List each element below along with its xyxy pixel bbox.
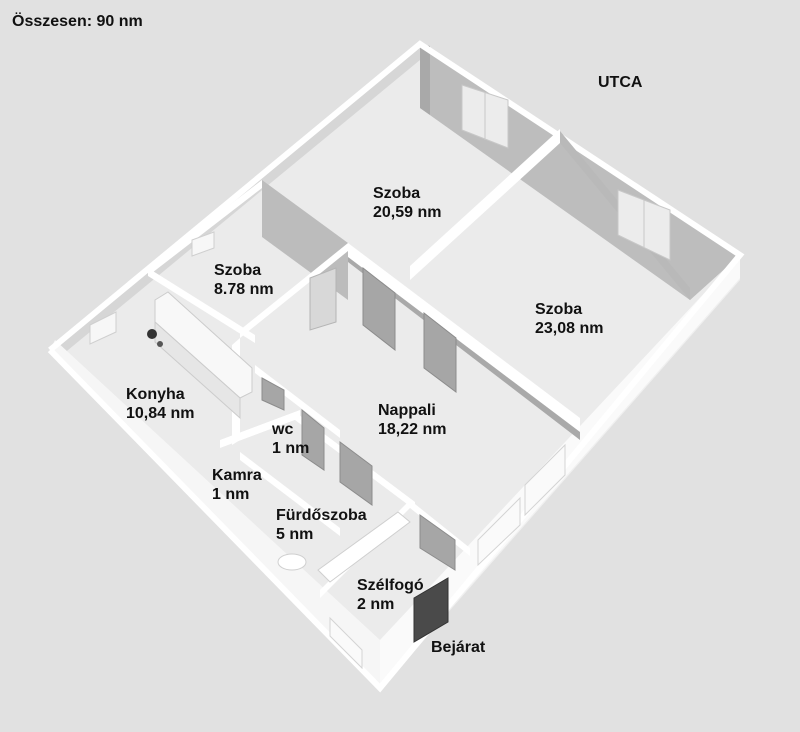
svg-text:Fürdőszoba: Fürdőszoba: [276, 507, 367, 524]
room-label: Szélfogó 2 nm: [357, 577, 424, 613]
total-area-label: Összesen: 90 nm: [12, 13, 143, 30]
svg-text:18,22 nm: 18,22 nm: [378, 421, 446, 438]
svg-text:5 nm: 5 nm: [276, 526, 313, 543]
svg-text:wc: wc: [271, 421, 293, 438]
door-icon: [419, 514, 456, 571]
svg-text:Szoba: Szoba: [214, 262, 261, 279]
entrance-label: Bejárat: [431, 639, 486, 656]
stove-icon: [147, 329, 157, 339]
room-label: wc 1 nm: [271, 421, 309, 457]
room-label: Kamra 1 nm: [212, 467, 262, 503]
room-label: Fürdőszoba 5 nm: [276, 507, 367, 543]
street-label: UTCA: [598, 74, 643, 91]
bathroom-fixtures: [277, 511, 411, 583]
room-label: Szoba 23,08 nm: [535, 301, 603, 337]
door-icon: [339, 441, 373, 506]
room-label: Szoba 8.78 nm: [214, 262, 274, 298]
kitchen-counter: [147, 291, 253, 420]
room-label: Konyha 10,84 nm: [126, 386, 194, 422]
entrance-door-icon: [413, 577, 449, 643]
svg-text:Szoba: Szoba: [535, 301, 582, 318]
svg-text:Szélfogó: Szélfogó: [357, 577, 424, 594]
svg-text:Kamra: Kamra: [212, 467, 262, 484]
svg-text:10,84 nm: 10,84 nm: [126, 405, 194, 422]
svg-text:Nappali: Nappali: [378, 402, 436, 419]
svg-text:2 nm: 2 nm: [357, 596, 394, 613]
svg-text:23,08 nm: 23,08 nm: [535, 320, 603, 337]
window-icon: [477, 496, 521, 567]
svg-text:Szoba: Szoba: [373, 185, 420, 202]
window-icon: [617, 189, 671, 261]
door-icon: [362, 266, 396, 352]
window-icon: [461, 84, 509, 149]
svg-text:20,59 nm: 20,59 nm: [373, 204, 441, 221]
windows: [89, 84, 671, 670]
window-icon: [191, 231, 215, 257]
window-icon: [89, 311, 117, 345]
door-icon: [301, 408, 325, 471]
svg-text:1 nm: 1 nm: [212, 486, 249, 503]
window-icon: [329, 616, 363, 670]
room-label: Nappali 18,22 nm: [378, 402, 446, 438]
door-icon: [423, 311, 457, 393]
door-icon: [261, 377, 285, 411]
room-label: Szoba 20,59 nm: [373, 185, 441, 221]
svg-text:8.78 nm: 8.78 nm: [214, 281, 274, 298]
doors: [261, 266, 457, 643]
svg-text:1 nm: 1 nm: [272, 440, 309, 457]
bathtub-icon: [317, 511, 411, 583]
svg-text:Konyha: Konyha: [126, 386, 185, 403]
window-icon: [524, 443, 566, 517]
door-icon: [309, 267, 337, 331]
sink-icon: [277, 553, 307, 571]
